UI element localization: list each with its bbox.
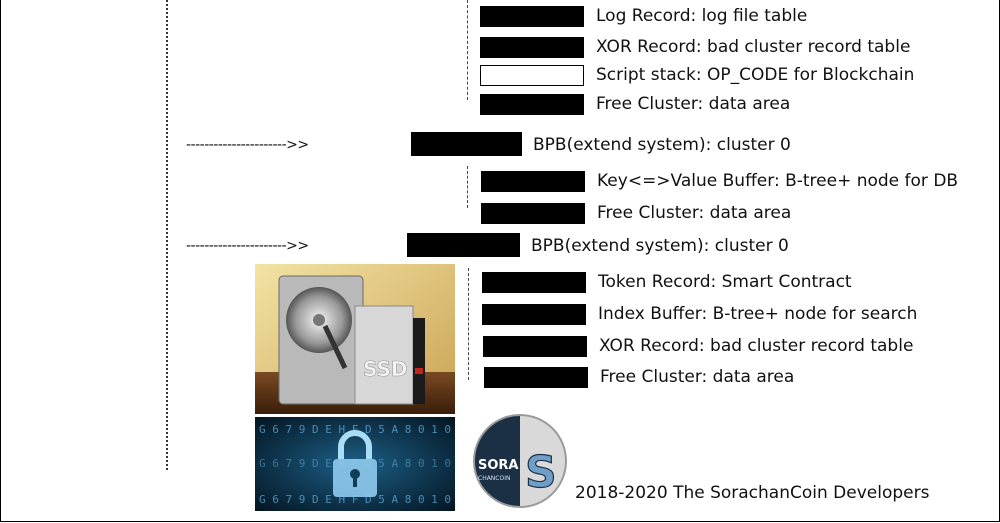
hdd-ssd-photo: SSD — [255, 264, 455, 414]
logo-letter: S — [525, 447, 557, 498]
free-cluster-label: Free Cluster: data area — [600, 367, 795, 387]
free-cluster-block — [481, 203, 585, 224]
logo-text: SORA — [478, 458, 519, 473]
bpb1-block — [411, 132, 522, 156]
script-stack-label: Script stack: OP_CODE for Blockchain — [596, 65, 915, 85]
ssd-label: SSD — [363, 357, 408, 381]
xor-record-label: XOR Record: bad cluster record table — [596, 37, 911, 57]
bpb1-arrow: ---------------------->> — [186, 137, 309, 153]
xor-record-label: XOR Record: bad cluster record table — [599, 336, 914, 356]
index-buffer-label: Index Buffer: B-tree+ node for search — [598, 304, 918, 324]
log-record-label: Log Record: log file table — [596, 6, 808, 26]
free-cluster-label: Free Cluster: data area — [597, 203, 792, 223]
logo-subtext: CHANCOIN — [478, 475, 510, 482]
xor-record-block — [483, 336, 587, 357]
log-record-block — [480, 6, 584, 27]
lock-glyph-row: G 6 7 9 D E H F D 5 A 8 0 1 0 9 0 E B 3 … — [259, 493, 455, 506]
bpb2-arrow: ---------------------->> — [186, 238, 309, 254]
bpb1-label: BPB(extend system): cluster 0 — [533, 135, 791, 155]
group3-dashed-line — [468, 268, 469, 380]
script-stack-block — [480, 65, 584, 86]
free-cluster-label: Free Cluster: data area — [596, 94, 791, 114]
key-value-block — [481, 171, 585, 192]
bpb2-label: BPB(extend system): cluster 0 — [531, 236, 789, 256]
group2-dashed-line — [467, 166, 468, 208]
lock-glyph-row: G 6 7 9 D E H F D 5 A 8 0 1 0 9 0 E B 3 … — [259, 423, 455, 436]
key-value-label: Key<=>Value Buffer: B-tree+ node for DB — [597, 171, 959, 191]
sorachancoin-logo: SORA CHANCOIN S — [470, 413, 570, 509]
bpb2-block — [407, 233, 520, 257]
token-record-block — [482, 272, 586, 293]
free-cluster-block — [480, 94, 584, 115]
main-dotted-line — [166, 0, 168, 470]
token-record-label: Token Record: Smart Contract — [598, 272, 852, 292]
index-buffer-block — [482, 304, 586, 325]
lock-photo: G 6 7 9 D E H F D 5 A 8 0 1 0 9 0 E B 3 … — [255, 417, 455, 511]
xor-record-block — [480, 37, 584, 58]
group1-dashed-line — [467, 0, 468, 100]
copyright-text: 2018-2020 The SorachanCoin Developers — [575, 483, 930, 503]
free-cluster-block — [484, 367, 588, 388]
